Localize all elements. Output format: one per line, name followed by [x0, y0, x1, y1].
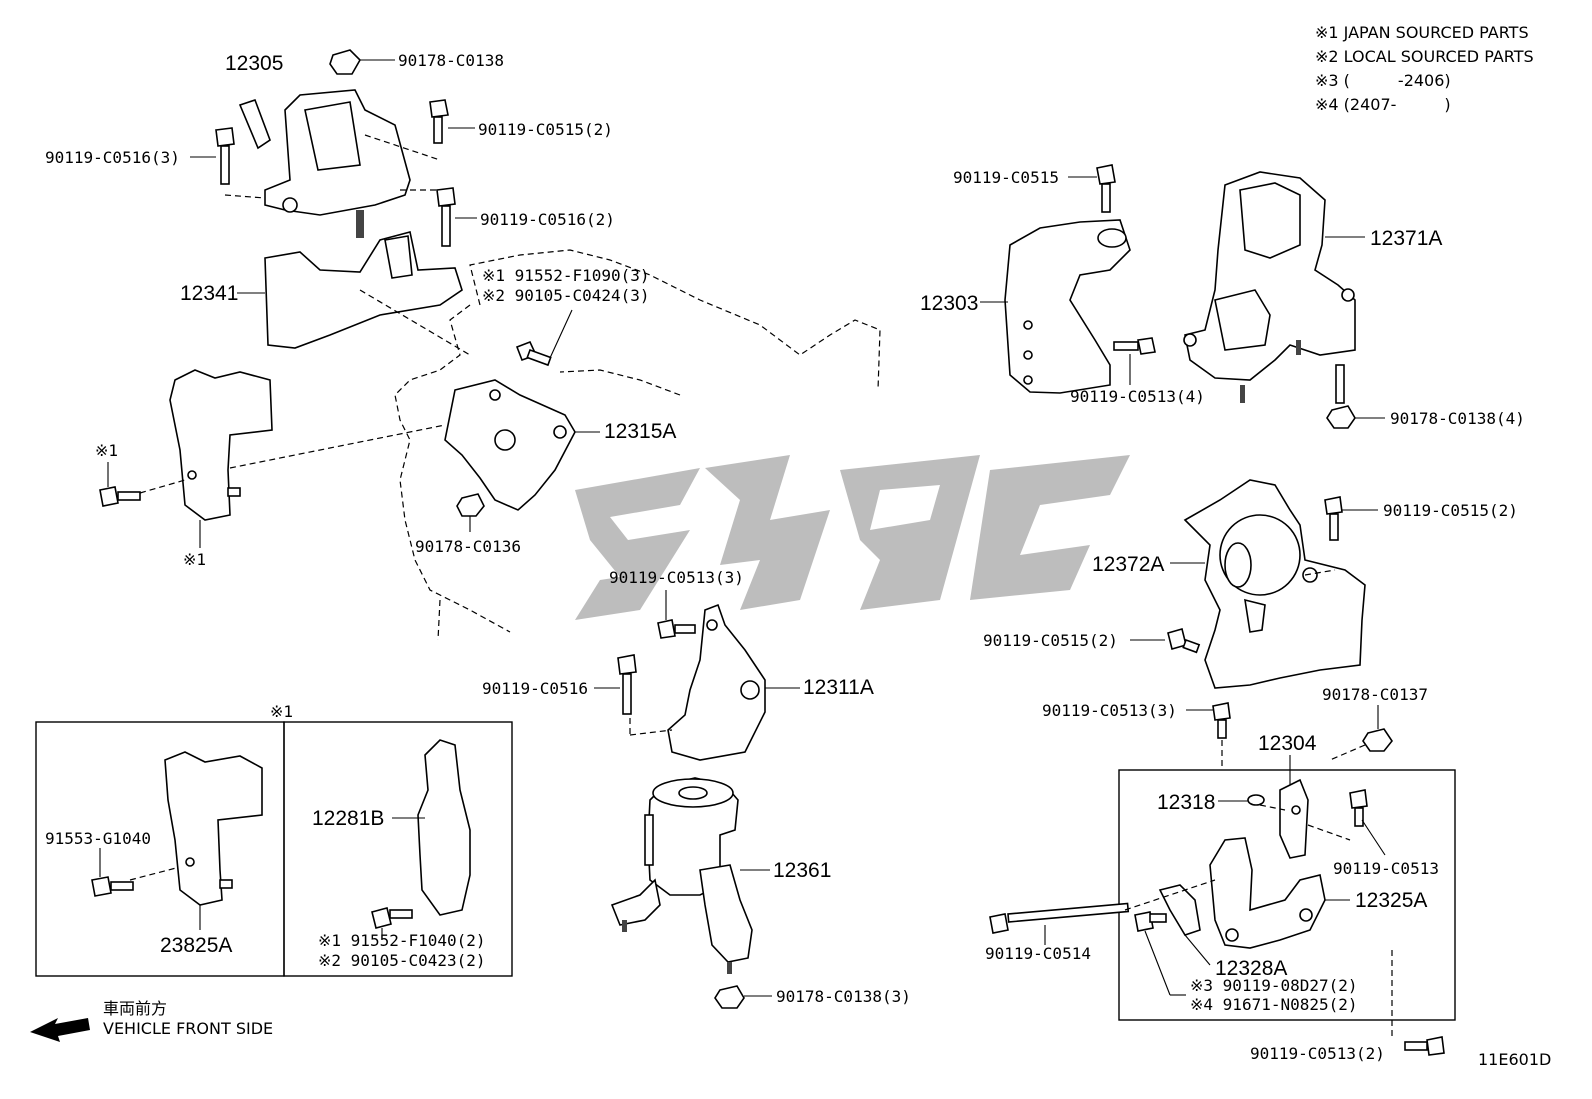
inset-12304 — [1118, 755, 1456, 1021]
part-12304-plate — [1279, 778, 1309, 859]
part-12341-bracket — [237, 231, 471, 356]
part-12305-mount — [224, 89, 450, 238]
label-90119-c0515-r: 90119-C0515 — [953, 168, 1059, 187]
bolt-90119-c0513-r — [1307, 789, 1386, 856]
label-90105-c0423: ※2 90105-C0423(2) — [318, 951, 486, 970]
label-12281b: 12281B — [312, 807, 384, 830]
nut-90178-c0138-3 — [714, 985, 772, 1009]
labels: 12305 90178-C0138 90119-C0515(2) 90119-C… — [45, 51, 1551, 1069]
label-90178-c0137: 90178-C0137 — [1322, 685, 1428, 704]
label-90178-c0138-top: 90178-C0138 — [398, 51, 504, 70]
part-12303-bracket — [980, 219, 1131, 394]
label-90119-c0514: 90119-C0514 — [985, 944, 1091, 963]
label-90119-c0516-3: 90119-C0516(3) — [45, 148, 180, 167]
bolt-90119-c0514 — [989, 879, 1216, 945]
bolt-90119-c0515-top — [429, 99, 475, 144]
label-90119-c0513-3-r: 90119-C0513(3) — [1042, 701, 1177, 720]
label-12318: 12318 — [1157, 791, 1215, 814]
bolt-90119-c0516-2 — [436, 187, 477, 247]
bolt-90119-c0516-mid — [594, 654, 637, 715]
bolt-90119-c0516-3 — [190, 127, 235, 185]
label-91553-g1040: 91553-G1040 — [45, 829, 151, 848]
label-23825a: 23825A — [160, 934, 232, 957]
part-12315a-bracket — [229, 379, 600, 511]
nut-90178-c0138-4 — [1326, 405, 1385, 429]
label-12325a: 12325A — [1355, 889, 1427, 912]
direction-japanese: 車両前方 — [103, 999, 167, 1018]
nut-90178-c0137 — [1329, 705, 1393, 761]
bolt-90119-c0513-3-mid — [657, 590, 696, 639]
label-90119-c0513-2: 90119-C0513(2) — [1250, 1044, 1385, 1063]
direction-english: VEHICLE FRONT SIDE — [103, 1019, 273, 1038]
bolt-91552-f1040 — [371, 907, 413, 940]
label-12341: 12341 — [180, 282, 238, 305]
label-12361: 12361 — [773, 859, 831, 882]
label-90119-c0515-2-top: 90119-C0515(2) — [478, 120, 613, 139]
label-91552-f1090: ※1 91552-F1090(3) — [482, 266, 650, 285]
label-91671-n0825: ※4 91671-N0825(2) — [1190, 995, 1358, 1014]
part-12328a-plate — [1158, 884, 1211, 966]
bolt-91552-f1090 — [515, 309, 573, 367]
legend-item-1: ※1 JAPAN SOURCED PARTS — [1315, 23, 1529, 42]
front-direction-arrow-icon — [30, 1018, 90, 1042]
label-90178-c0138-4: 90178-C0138(4) — [1390, 409, 1525, 428]
label-90119-08d27: ※3 90119-08D27(2) — [1190, 976, 1358, 995]
label-90119-c0513-3-mid: 90119-C0513(3) — [609, 568, 744, 587]
part-12281b-bracket — [392, 739, 471, 916]
bolt-90119-c0515-r — [1068, 164, 1116, 213]
part-12311a-bracket — [629, 603, 800, 761]
bolt-90119-c0515-2-r2 — [1130, 628, 1201, 654]
legend-item-3: ※3 ( -2406) — [1315, 71, 1451, 90]
label-12311a: 12311A — [803, 676, 874, 699]
figure-code: 11E601D — [1478, 1050, 1551, 1069]
bolt-90119-c0513-2 — [1391, 950, 1445, 1056]
legend-item-4: ※4 (2407- ) — [1315, 95, 1451, 114]
part-12318-washer — [1218, 794, 1286, 811]
bolt-91553-g1040 — [91, 848, 134, 897]
engine-outline — [394, 249, 881, 641]
part-12372a-mount — [1170, 479, 1366, 689]
label-12305: 12305 — [225, 52, 283, 75]
part-bracket-mark1 — [139, 369, 273, 548]
label-12303: 12303 — [920, 292, 978, 315]
part-12361-mount — [610, 777, 770, 974]
label-90119-c0515-2-r2: 90119-C0515(2) — [983, 631, 1118, 650]
label-90178-c0138-3: 90178-C0138(3) — [776, 987, 911, 1006]
label-12328a: 12328A — [1215, 957, 1287, 980]
part-23825a-bracket — [129, 751, 263, 930]
label-91552-f1040: ※1 91552-F1040(2) — [318, 931, 486, 950]
label-mark1-bolt: ※1 — [95, 441, 118, 460]
watermark-logo — [575, 455, 1130, 620]
bolt-90119-c0513-4 — [1113, 337, 1156, 385]
legend: ※1 JAPAN SOURCED PARTS ※2 LOCAL SOURCED … — [1315, 23, 1534, 114]
label-12304: 12304 — [1258, 732, 1317, 755]
label-12371a: 12371A — [1370, 227, 1442, 250]
bolt-90119-c0513-3-r — [1186, 702, 1231, 770]
label-90178-c0136: 90178-C0136 — [415, 537, 521, 556]
nut-90178-c0138-top — [329, 49, 395, 75]
label-12315a: 12315A — [604, 420, 676, 443]
label-12372a: 12372A — [1092, 553, 1164, 576]
nut-90178-c0136 — [456, 493, 485, 532]
label-mark1-bracket: ※1 — [183, 550, 206, 569]
label-90119-c0515-2-r: 90119-C0515(2) — [1383, 501, 1518, 520]
label-90119-c0516-mid: 90119-C0516 — [482, 679, 588, 698]
label-90119-c0513-4: 90119-C0513(4) — [1070, 387, 1205, 406]
legend-item-2: ※2 LOCAL SOURCED PARTS — [1315, 47, 1534, 66]
bolt-90119-08d27 — [1134, 911, 1186, 996]
part-12325a-bracket — [1209, 837, 1350, 949]
label-90119-c0516-2: 90119-C0516(2) — [480, 210, 615, 229]
inset-mark1 — [35, 721, 513, 977]
bolt-90119-c0515-2-r — [1324, 496, 1378, 541]
label-90105-c0424: ※2 90105-C0424(3) — [482, 286, 650, 305]
bolt-mark1-left — [99, 462, 141, 507]
label-90119-c0513-r: 90119-C0513 — [1333, 859, 1439, 878]
part-12371a-mount — [1183, 171, 1365, 404]
label-inset-mark1: ※1 — [270, 702, 293, 721]
